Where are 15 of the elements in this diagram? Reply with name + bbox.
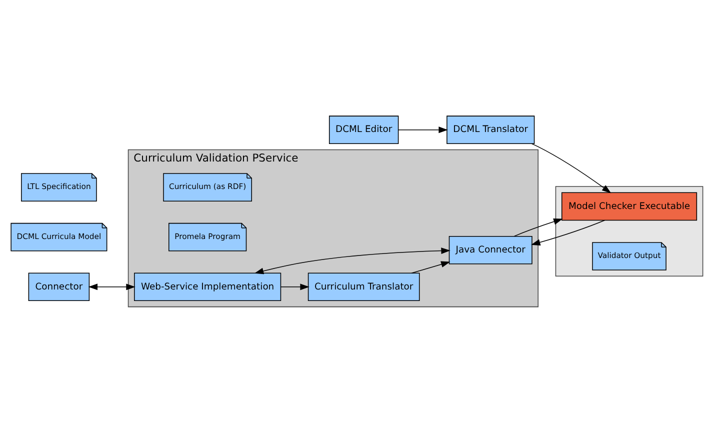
arrow — [514, 218, 563, 236]
arrow — [411, 260, 450, 273]
node-box: Curriculum Translator — [308, 272, 420, 301]
node-box: DCML Editor — [328, 115, 399, 144]
node-box: Java Connector — [448, 235, 532, 264]
node-box: Web-Service Implementation — [134, 272, 282, 301]
node-box: Connector — [28, 272, 90, 301]
arrow — [254, 247, 450, 274]
node-box: Model Checker Executable — [561, 192, 698, 220]
arrow — [280, 283, 310, 290]
arrow — [531, 219, 606, 245]
arrow — [88, 283, 136, 290]
arrow — [398, 126, 448, 133]
node-box: DCML Translator — [446, 115, 535, 144]
arrow — [531, 142, 612, 193]
